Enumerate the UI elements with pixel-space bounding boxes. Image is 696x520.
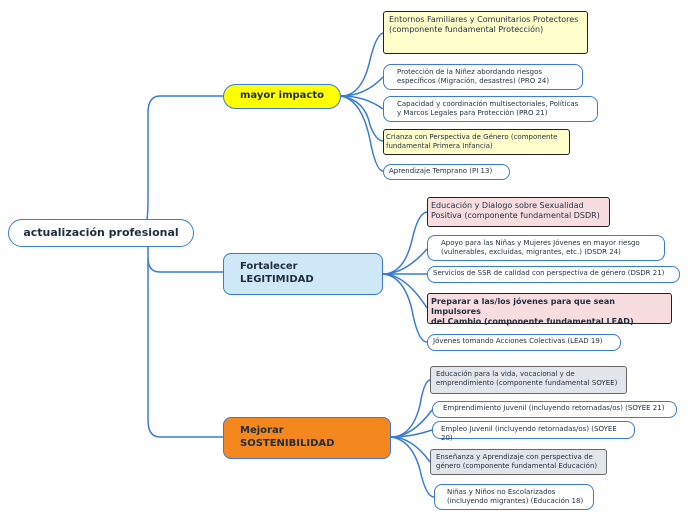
topic-jovenes-acciones[interactable]: Jóvenes tomando Acciones Colectivas (LEA…: [427, 334, 621, 351]
topic-ninas-ninos-no-escolarizados[interactable]: Niñas y Niños no Escolarizados (incluyen…: [434, 484, 594, 510]
branch-mayor-impacto[interactable]: mayor impacto: [223, 84, 341, 109]
root-topic[interactable]: actualización profesional: [8, 219, 194, 247]
topic-empleo-juvenil[interactable]: Empleo Juvenil (incluyendo retornadas/os…: [432, 421, 635, 442]
topic-entornos-familiares[interactable]: Entornos Familiares y Comunitarios Prote…: [383, 11, 588, 54]
topic-ensenanza-aprendizaje[interactable]: Enseñanza y Aprendizaje con perspectiva …: [430, 449, 607, 475]
topic-educacion-vida[interactable]: Educación para la vida, vocacional y de …: [430, 366, 627, 394]
branch-fortalecer-legitimidad[interactable]: Fortalecer LEGITIMIDAD: [223, 253, 383, 295]
topic-proteccion-ninez[interactable]: Protección de la Niñez abordando riesgos…: [383, 64, 583, 90]
topic-aprendizaje-temprano[interactable]: Aprendizaje Temprano (PI 13): [383, 164, 510, 180]
topic-crianza-genero[interactable]: Crianza con Perspectiva de Género (compo…: [383, 129, 570, 155]
topic-apoyo-ninas-mujeres[interactable]: Apoyo para las Niñas y Mujeres Jóvenes e…: [427, 235, 665, 261]
topic-preparar-jovenes[interactable]: Preparar a las/los jóvenes para que sean…: [427, 293, 672, 326]
topic-capacidad-coordinacion[interactable]: Capacidad y coordinación multisectoriale…: [383, 96, 598, 122]
topic-educacion-sexualidad[interactable]: Educación y Dialogo sobre Sexualidad Pos…: [427, 197, 610, 227]
topic-servicios-ssr[interactable]: Servicios de SSR de calidad con perspect…: [427, 266, 680, 283]
branch-mejorar-sostenibilidad[interactable]: Mejorar SOSTENIBILIDAD: [223, 417, 391, 459]
topic-emprendimiento-juvenil[interactable]: Emprendimiento Juvenil (incluyendo retor…: [432, 401, 677, 418]
